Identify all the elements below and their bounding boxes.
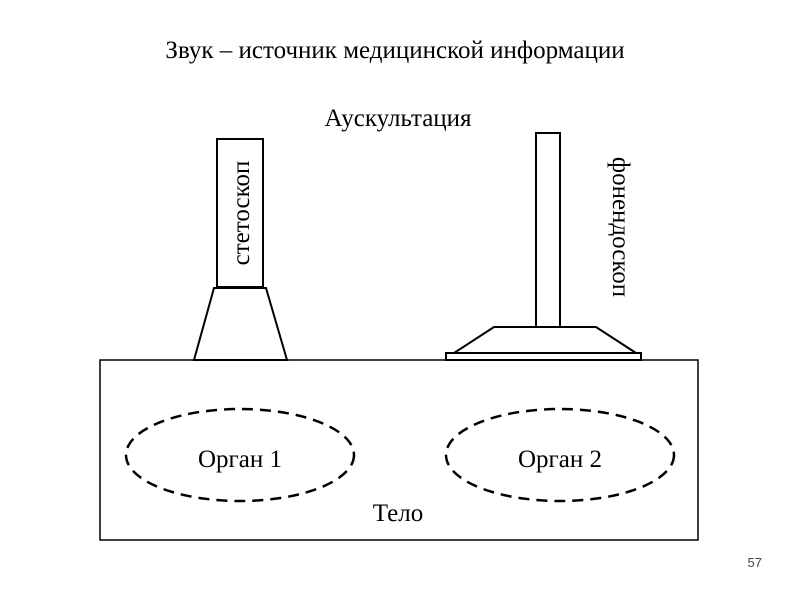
phonendoscope-tube <box>535 132 561 328</box>
organ1-label: Орган 1 <box>198 446 282 473</box>
phonendoscope-head <box>450 326 640 354</box>
phonendoscope-membrane <box>445 352 642 361</box>
subtitle-auscultation: Аускультация <box>324 105 472 132</box>
body-label: Тело <box>373 500 423 527</box>
organ2-label: Орган 2 <box>518 446 602 473</box>
stethoscope-label: стетоскоп <box>228 161 255 266</box>
stethoscope-bell <box>192 287 289 361</box>
phonendoscope-label: фонендоскоп <box>607 157 634 297</box>
page-number: 57 <box>748 555 762 570</box>
organ1-ellipse <box>124 407 356 503</box>
slide-title: Звук – источник медицинской информации <box>165 37 624 64</box>
organ2-ellipse <box>444 407 676 503</box>
body-rect <box>99 359 699 541</box>
